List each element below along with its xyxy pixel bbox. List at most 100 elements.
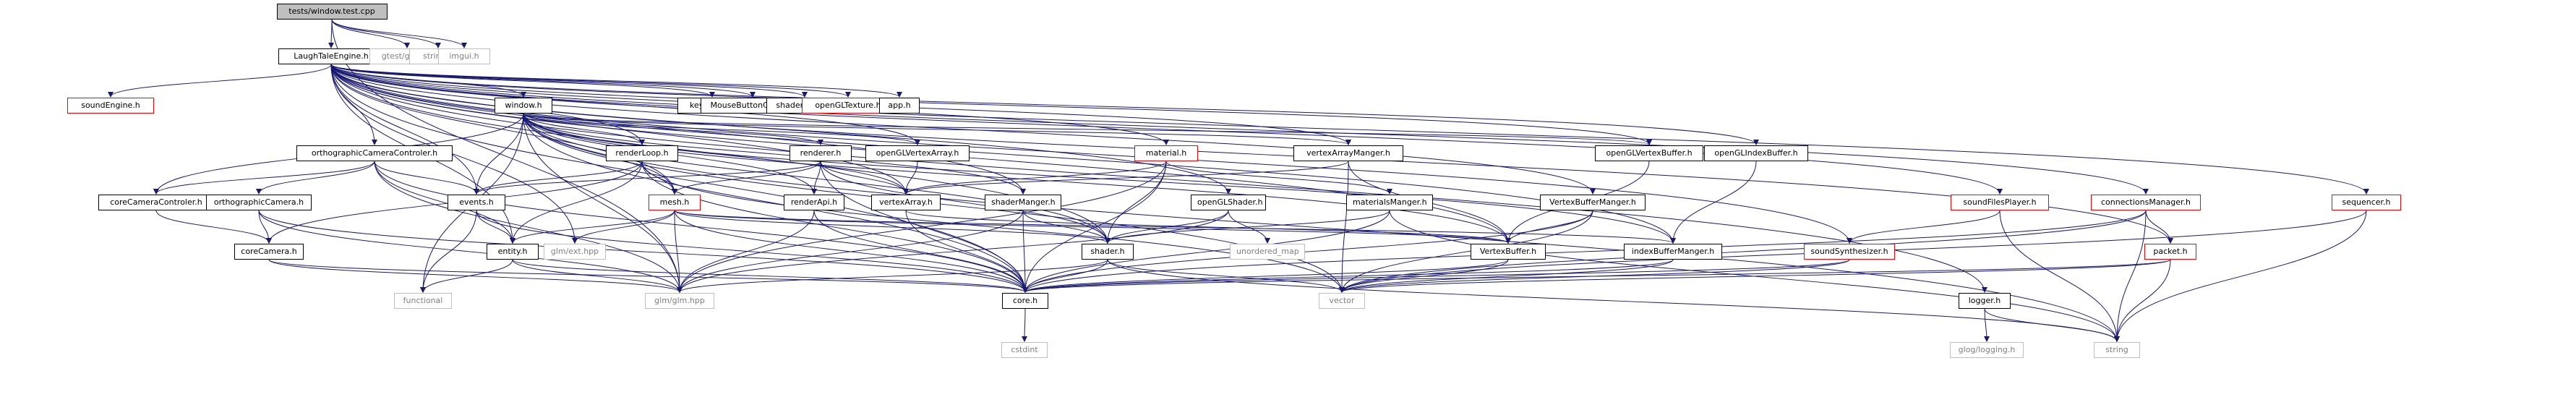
edge-shadermanger-h-to-shader-h (1022, 210, 1111, 244)
edge-vertexarray-h-to-core-h (905, 210, 1028, 293)
edge-indexbuffermanger-h-to-core-h (1022, 259, 1674, 293)
edge-mesh-h-to-glm-glm-hpp (674, 210, 682, 293)
node-laughtaleengine-h[interactable]: LaughTaleEngine.h (278, 48, 384, 64)
edge-soundfilesplayer-h-to-soundsynthesizer-h (1847, 210, 2001, 244)
node-glm-glm-hpp: glm/glm.hpp (645, 293, 714, 309)
node-sequencer-h[interactable]: sequencer.h (2332, 195, 2401, 210)
node-vertexbuffermanger-h[interactable]: VertexBufferManger.h (1540, 195, 1646, 210)
edge-mesh-h-to-core-h (674, 210, 1028, 293)
edge-orthographiccamera-h-to-glm-glm-hpp (258, 210, 682, 293)
node-glog-logging-h: glog/logging.h (1950, 342, 2024, 358)
node-soundsynthesizer-h[interactable]: soundSynthesizer.h (1804, 244, 1895, 260)
node-openglindexbuffer-h[interactable]: openGLIndexBuffer.h (1704, 145, 1808, 161)
edge-openglshader-h-to-shader-h (1105, 210, 1229, 244)
node-vertexarraymanger-h[interactable]: vertexArrayManger.h (1293, 145, 1403, 161)
node-shadermanger-h[interactable]: shaderManger.h (985, 195, 1061, 210)
node-entity-h[interactable]: entity.h (487, 244, 539, 260)
edge-openglindexbuffer-h-to-indexbuffermanger-h (1670, 161, 1757, 244)
edge-renderloop-h-to-events-h (474, 161, 643, 195)
node-opengltexture-h[interactable]: openGLTexture.h (802, 98, 894, 114)
edge-mesh-h-to-indexbuffermanger-h (674, 210, 1676, 244)
node-core-h[interactable]: core.h (1002, 293, 1048, 309)
node-logger-h[interactable]: logger.h (1959, 293, 2011, 309)
node-openglshader-h[interactable]: openGLShader.h (1191, 195, 1266, 210)
node-app-h[interactable]: app.h (879, 98, 920, 114)
edge-renderloop-h-to-vector (641, 161, 1345, 293)
node-orthographiccameracontroler-h[interactable]: orthographicCameraControler.h (296, 145, 453, 161)
edge-sequencer-h-to-string (2114, 210, 2367, 342)
node-vertexbuffer-h[interactable]: VertexBuffer.h (1471, 244, 1546, 260)
node-soundfilesplayer-h[interactable]: soundFilesPlayer.h (1951, 195, 2049, 210)
node-openglvertexbuffer-h[interactable]: openGLVertexBuffer.h (1595, 145, 1703, 161)
edge-window-h-to-shadermanger-h (523, 113, 1026, 195)
edge-window-h-to-glm-glm-hpp (523, 113, 682, 293)
node-soundengine-h[interactable]: soundEngine.h (67, 98, 154, 114)
edge-corecamera-h-to-glm-glm-hpp (268, 259, 682, 293)
edge-orthographiccamera-h-to-corecamera-h (258, 210, 272, 244)
edge-orthographiccameracontroler-h-to-events-h (374, 161, 479, 195)
edge-renderloop-h-to-entity-h (510, 161, 643, 244)
node-mesh-h[interactable]: mesh.h (649, 195, 701, 210)
node-glm-ext-hpp: glm/ext.hpp (544, 244, 606, 260)
node-unordered-map: unordered_map (1230, 244, 1305, 260)
node-vertexarray-h[interactable]: vertexArray.h (871, 195, 941, 210)
node-window-h[interactable]: window.h (495, 98, 552, 114)
edge-orthographiccameracontroler-h-to-corecameracontroler-h (153, 161, 375, 195)
edge-orthographiccameracontroler-h-to-core-h (374, 161, 1028, 293)
edge-laughtaleengine-h-to-mesh-h (330, 64, 677, 195)
edge-vertexarraymanger-h-to-vertexarray-h (903, 161, 1349, 195)
node-renderer-h[interactable]: renderer.h (790, 145, 852, 161)
node-materialsmanger-h[interactable]: materialsManger.h (1346, 195, 1433, 210)
node-indexbuffermanger-h[interactable]: indexBufferManger.h (1624, 244, 1722, 260)
edge-logger-h-to-glog-logging-h (1983, 308, 1990, 342)
edge-entity-h-to-glm-glm-hpp (512, 259, 682, 293)
node-renderapi-h[interactable]: renderApi.h (784, 195, 844, 210)
node-packet-h[interactable]: packet.h (2144, 244, 2196, 260)
edge-window-test-cpp-to-glm-glm-hpp (331, 19, 682, 293)
edge-shadermanger-h-to-glm-glm-hpp (677, 210, 1024, 293)
node-openglvertexarray-h[interactable]: openGLVertexArray.h (865, 145, 970, 161)
node-string: string (2094, 342, 2140, 358)
node-renderloop-h[interactable]: renderLoop.h (606, 145, 678, 161)
node-connectionsmanager-h[interactable]: connectionsManager.h (2091, 195, 2201, 210)
edge-orthographiccameracontroler-h-to-orthographiccamera-h (256, 161, 375, 195)
node-vector: vector (1319, 293, 1365, 309)
edge-window-h-to-openglvertexbuffer-h (523, 113, 1652, 145)
edge-materialsmanger-h-to-shader-h (1105, 210, 1390, 244)
edge-window-test-cpp-to-imgui-h (331, 19, 467, 48)
edge-orthographiccameracontroler-h-to-glm-glm-hpp (374, 161, 682, 293)
node-window-test-cpp[interactable]: tests/window.test.cpp (276, 4, 388, 20)
edge-connectionsmanager-h-to-string (2114, 210, 2147, 342)
edge-soundsynthesizer-h-to-core-h (1022, 259, 1850, 293)
edge-corecamera-h-to-core-h (268, 259, 1028, 293)
edge-material-h-to-materialsmanger-h (1165, 161, 1392, 195)
node-corecameracontroler-h[interactable]: coreCameraControler.h (98, 195, 214, 210)
edge-window-h-to-vertexarraymanger-h (523, 113, 1351, 145)
edge-window-h-to-vertexarray-h (523, 113, 909, 195)
edge-material-h-to-vertexarray-h (903, 161, 1167, 195)
edge-packet-h-to-core-h (1022, 259, 2171, 293)
edge-soundfilesplayer-h-to-string (1999, 210, 2120, 342)
edge-mesh-h-to-vertexbuffer-h (674, 210, 1511, 244)
edge-vertexbuffermanger-h-to-vertexbuffer-h (1505, 210, 1593, 244)
edge-window-h-to-vertexbuffer-h (523, 113, 1511, 244)
edge-entity-h-to-core-h (512, 259, 1028, 293)
edge-renderapi-h-to-core-h (813, 210, 1028, 293)
edge-corecameracontroler-h-to-corecamera-h (155, 210, 272, 244)
edge-events-h-to-core-h (476, 210, 1028, 293)
edge-laughtaleengine-h-to-app-h (330, 64, 902, 98)
edge-vertexarraymanger-h-to-vector (1339, 161, 1349, 293)
node-material-h[interactable]: material.h (1134, 145, 1198, 161)
edge-laughtaleengine-h-to-soundengine-h (108, 64, 332, 98)
edge-mesh-h-to-glm-ext-hpp (572, 210, 675, 244)
edge-window-h-to-renderloop-h (523, 113, 645, 145)
node-events-h[interactable]: events.h (448, 195, 505, 210)
edge-indexbuffermanger-h-to-vector (1339, 259, 1674, 293)
node-corecamera-h[interactable]: coreCamera.h (234, 244, 304, 260)
node-shader-h[interactable]: shader.h (1082, 244, 1134, 260)
edge-laughtaleengine-h-to-vertexbuffermanger-h (330, 64, 1596, 195)
node-cstdint: cstdint (1001, 342, 1048, 358)
node-orthographiccamera-h[interactable]: orthographicCamera.h (206, 195, 312, 210)
